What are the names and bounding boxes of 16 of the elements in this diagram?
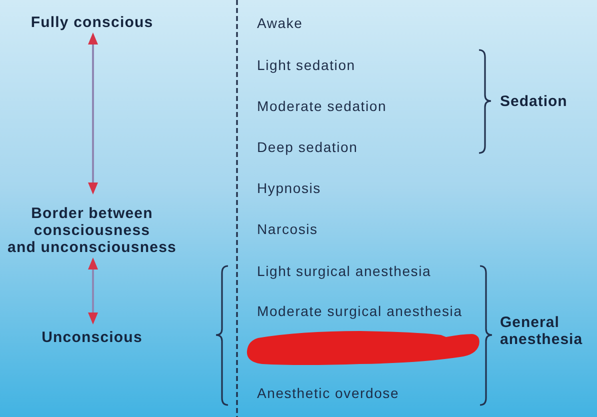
anesthesia-level-label: Light surgical anesthesia — [257, 262, 432, 280]
anesthesia-level-label: Moderate sedation — [257, 98, 387, 114]
consciousness-level-label: Fully conscious — [30, 14, 154, 30]
double-arrow — [88, 258, 98, 324]
anesthesia-level-label: Narcosis — [257, 220, 318, 238]
anesthesia-level-label: Moderate surgical anesthesia — [257, 302, 462, 320]
anesthesia-level-label: Hypnosis — [257, 180, 321, 196]
anesthesia-level-label: Deep sedation — [257, 138, 358, 156]
consciousness-level-label: Unconscious — [42, 328, 142, 346]
anesthesia-level-label: Anesthetic overdose — [257, 384, 400, 402]
consciousness-level-label: Border between consciousness and unconsciousness — [8, 204, 176, 256]
anesthesia-level-label: Light sedation — [257, 56, 356, 74]
group-label: Sedation — [500, 92, 568, 110]
group-label: General anesthesia — [500, 314, 583, 348]
double-arrow — [88, 32, 98, 194]
anesthesia-level-label: Awake — [257, 14, 303, 32]
